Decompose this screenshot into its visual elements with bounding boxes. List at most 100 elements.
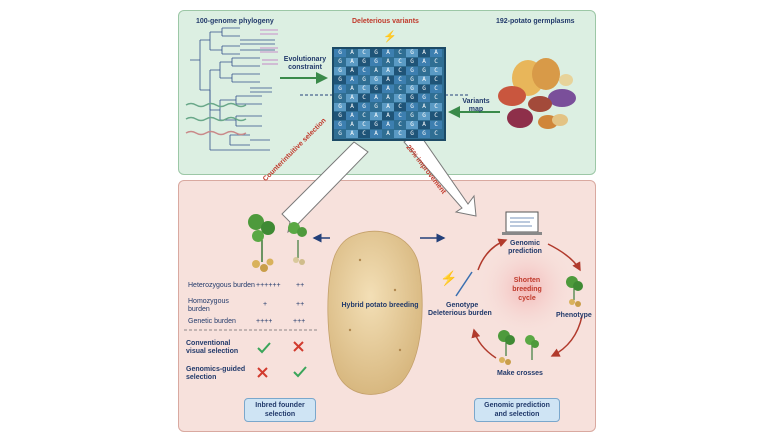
deleterious-burden-label: Deleterious burden	[428, 310, 492, 317]
grid-cell: G	[406, 76, 418, 84]
grid-cell: G	[334, 121, 346, 129]
grid-cell: G	[418, 112, 430, 120]
plant-phenotype	[566, 276, 583, 307]
grid-cell: C	[430, 94, 442, 102]
grid-cell: C	[394, 58, 406, 66]
grid-cell: G	[418, 67, 430, 75]
genomic-prediction-label: Genomic prediction	[508, 240, 542, 255]
grid-cell: G	[370, 49, 382, 57]
grid-cell: G	[370, 103, 382, 111]
grid-cell: G	[370, 85, 382, 93]
grid-cell: C	[430, 121, 442, 129]
evolutionary-constraint-label: Evolutionary constraint	[283, 56, 327, 71]
grid-cell: A	[418, 121, 430, 129]
grid-cell: G	[370, 58, 382, 66]
grid-cell: C	[394, 67, 406, 75]
germplasm-title: 192-potato germplasms	[496, 18, 575, 25]
grid-cell: G	[334, 49, 346, 57]
grid-cell: A	[382, 94, 394, 102]
grid-cell: A	[370, 67, 382, 75]
grid-cell: C	[430, 85, 442, 93]
grid-cell: G	[406, 85, 418, 93]
grid-cell: C	[358, 67, 370, 75]
grid-cell: C	[430, 103, 442, 111]
grid-cell: A	[346, 58, 358, 66]
grid-cell: A	[370, 130, 382, 138]
grid-cell: C	[430, 67, 442, 75]
grid-cell: A	[346, 112, 358, 120]
grid-cell: A	[382, 58, 394, 66]
grid-cell: C	[358, 130, 370, 138]
genomics-marks	[257, 366, 307, 378]
grid-cell: C	[394, 130, 406, 138]
variants-title: Deleterious variants	[352, 18, 419, 25]
germplasm-potatoes	[498, 58, 576, 129]
grid-cell: A	[370, 112, 382, 120]
heterozygous-a: ++++++	[256, 282, 281, 289]
heterozygous-label: Heterozygous burden	[188, 282, 255, 289]
grid-cell: G	[406, 112, 418, 120]
grid-cell: G	[418, 130, 430, 138]
phylogeny-title: 100-genome phylogeny	[196, 18, 274, 25]
grid-cell: A	[370, 94, 382, 102]
grid-cell: C	[358, 49, 370, 57]
grid-cell: A	[346, 103, 358, 111]
plant-left-1	[248, 214, 275, 272]
cycle-arrows	[471, 238, 583, 359]
phenotype-label: Phenotype	[556, 312, 592, 319]
grid-cell: C	[394, 94, 406, 102]
grid-cell: G	[358, 76, 370, 84]
grid-cell: A	[418, 49, 430, 57]
grid-cell: A	[418, 76, 430, 84]
make-crosses-label: Make crosses	[497, 370, 543, 377]
lightning-icon: ⚡	[383, 31, 397, 43]
grid-cell: A	[382, 112, 394, 120]
grid-cell: G	[406, 130, 418, 138]
grid-cell: C	[430, 130, 442, 138]
grid-cell: G	[334, 85, 346, 93]
dna-strands	[185, 102, 247, 136]
grid-cell: G	[358, 58, 370, 66]
grid-cell: C	[394, 112, 406, 120]
grid-cell: G	[334, 58, 346, 66]
genetic-burden-label: Genetic burden	[188, 318, 236, 325]
grid-cell: G	[406, 67, 418, 75]
grid-cell: A	[430, 49, 442, 57]
conventional-label: Conventional visual selection	[186, 340, 239, 355]
grid-cell: A	[346, 76, 358, 84]
hybrid-potato	[327, 230, 423, 395]
laptop-icon	[502, 211, 542, 235]
grid-cell: G	[406, 94, 418, 102]
grid-cell: A	[346, 67, 358, 75]
grid-cell: G	[418, 85, 430, 93]
homozygous-label: Homozygous burden	[188, 298, 229, 313]
grid-cell: A	[346, 85, 358, 93]
grid-cell: A	[346, 121, 358, 129]
grid-cell: G	[406, 49, 418, 57]
grid-cell: A	[418, 58, 430, 66]
grid-cell: C	[358, 85, 370, 93]
grid-cell: C	[394, 103, 406, 111]
grid-cell: G	[334, 130, 346, 138]
shorten-cycle-label: Shorten breeding cycle	[512, 277, 542, 302]
grid-cell: C	[394, 49, 406, 57]
grid-cell: G	[406, 103, 418, 111]
grid-cell: C	[394, 76, 406, 84]
lightning-cycle-icon: ⚡	[440, 270, 458, 286]
heterozygous-b: ++	[296, 282, 305, 289]
grid-cell: G	[334, 67, 346, 75]
hybrid-potato-label: Hybrid potato breeding	[341, 302, 419, 309]
grid-cell: A	[346, 130, 358, 138]
grid-cell: C	[358, 94, 370, 102]
grid-cell: G	[334, 103, 346, 111]
grid-cell: C	[430, 112, 442, 120]
grid-cell: G	[406, 121, 418, 129]
grid-cell: C	[430, 76, 442, 84]
cycle-dna-icon	[455, 271, 473, 297]
inbred-founder-box: Inbred founder selection	[244, 398, 316, 422]
grid-cell: C	[358, 121, 370, 129]
grid-cell: C	[358, 112, 370, 120]
arrow-counterintuitive	[281, 141, 369, 234]
